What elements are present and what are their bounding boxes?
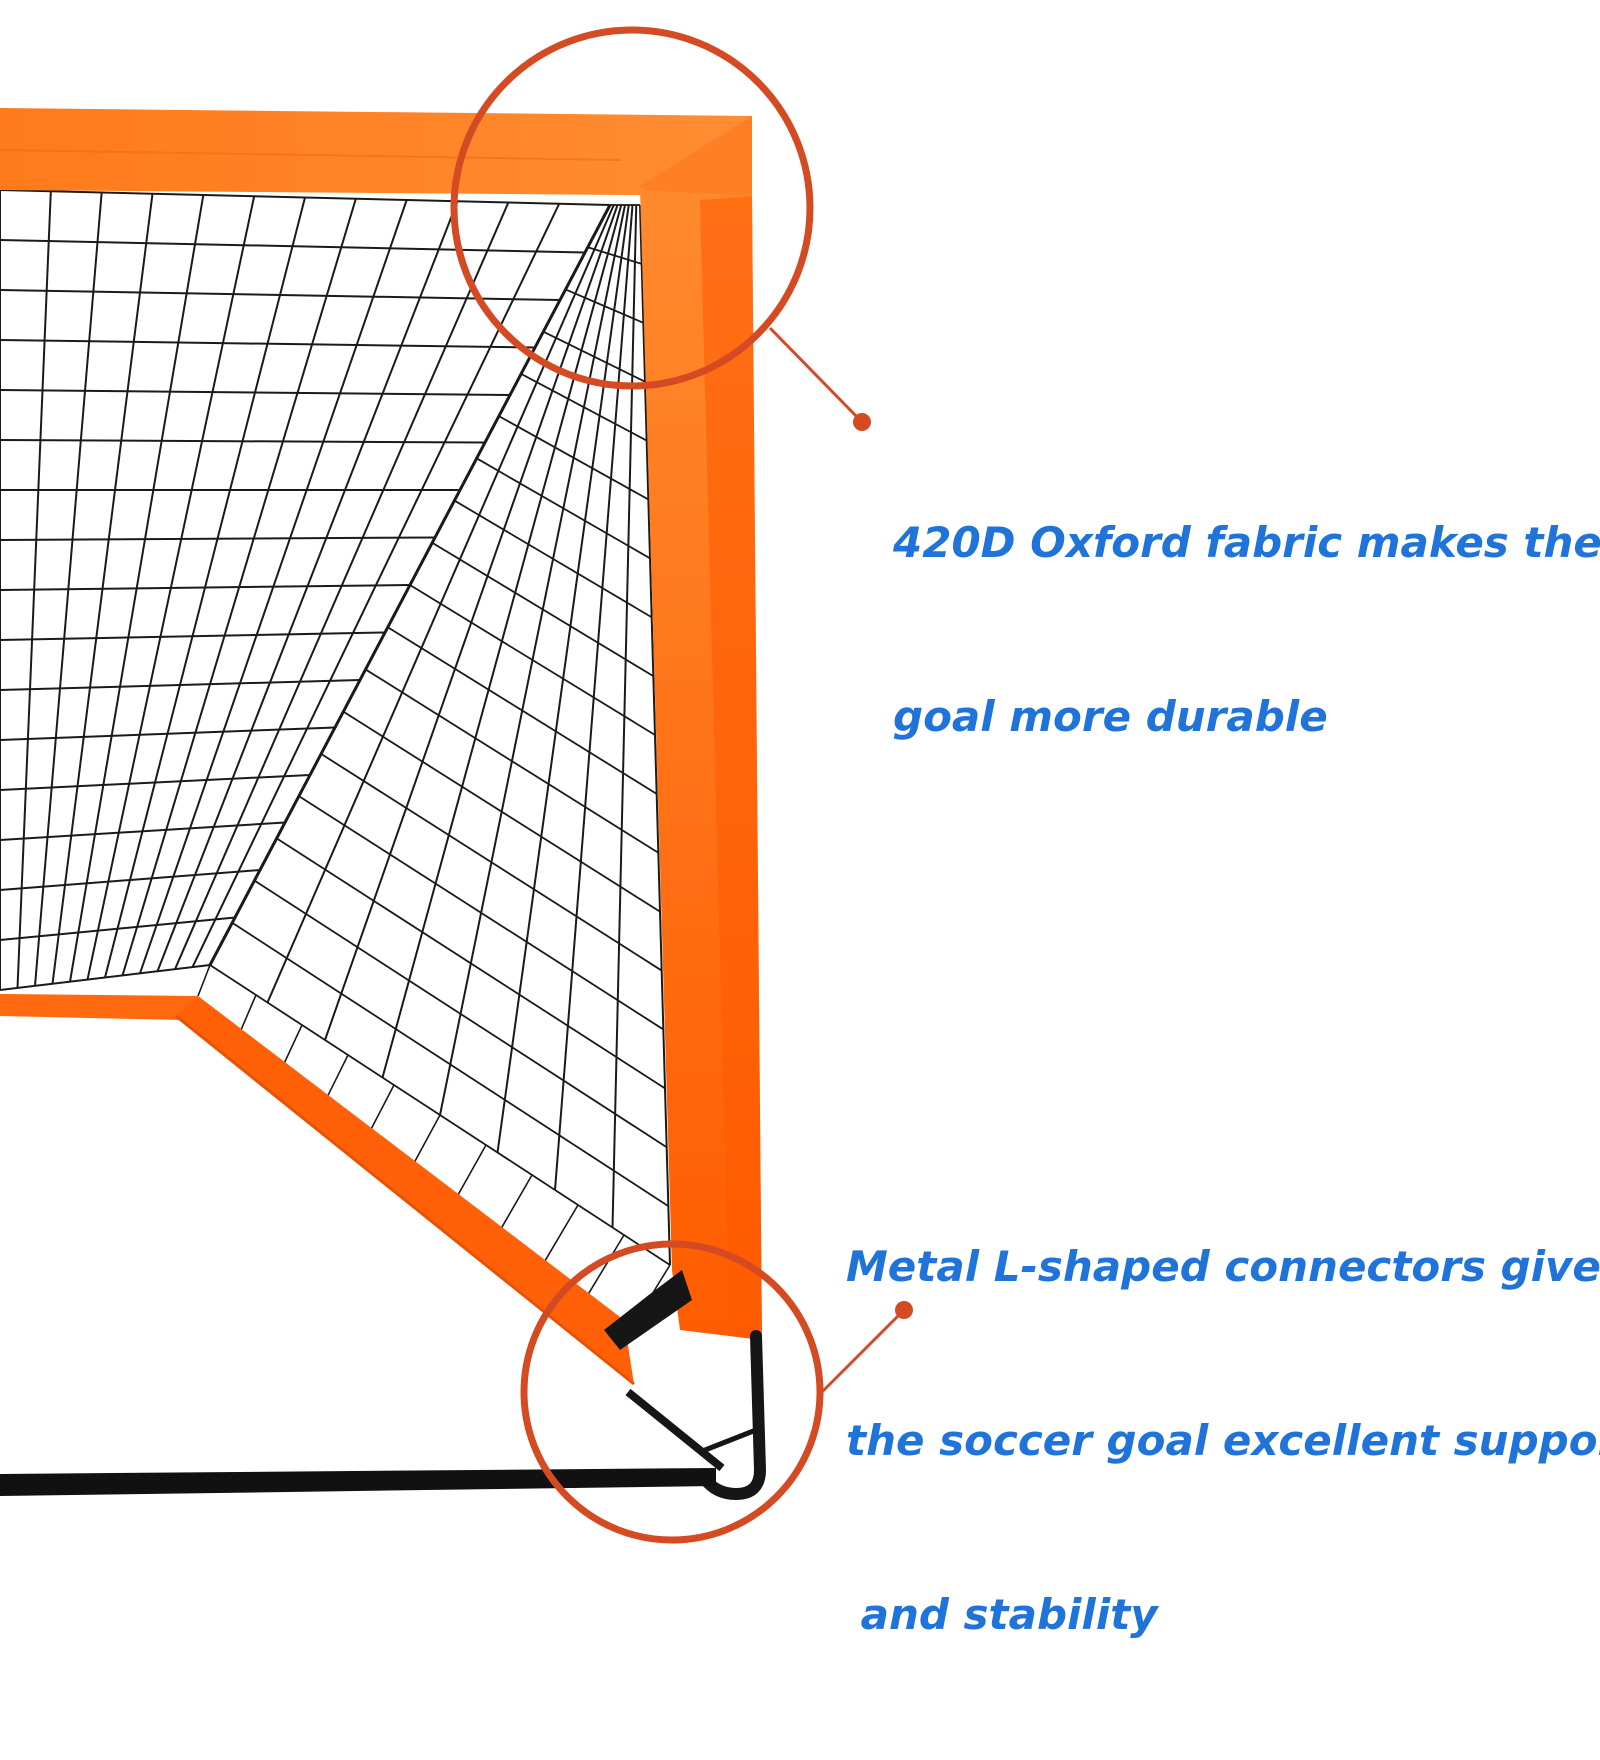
callout-line: Metal L-shaped connectors give: [846, 1242, 1600, 1291]
ground-bar: [0, 1468, 716, 1496]
leader-line-bottom: [820, 1310, 904, 1394]
net-line: [0, 289, 561, 301]
net-line: [520, 373, 648, 442]
crossbar-seam: [0, 149, 621, 161]
net-line: [320, 753, 663, 972]
net-line: [197, 964, 211, 997]
callout-line: 420D Oxford fabric makes the: [893, 518, 1600, 567]
net-line: [276, 837, 666, 1090]
net-line: [0, 774, 311, 791]
net-line: [370, 1084, 395, 1130]
crossbar: [0, 108, 752, 196]
net-line: [0, 726, 336, 741]
leader-dot-top: [853, 413, 871, 431]
net-line: [0, 536, 436, 541]
net-line: [0, 821, 286, 841]
net-line: [499, 1174, 533, 1231]
net-line: [0, 631, 386, 641]
net-line: [253, 879, 668, 1148]
net-line: [456, 1144, 487, 1197]
callout-line: goal more durable: [893, 692, 1328, 741]
metal-connector: [0, 1270, 767, 1501]
goal-net: [0, 189, 671, 1331]
connector-diagonal: [625, 1388, 725, 1472]
net-line: [565, 288, 644, 324]
callout-connector-text: Metal L-shaped connectors give the socce…: [846, 1122, 1600, 1760]
net-line: [365, 668, 659, 854]
net-line: [409, 584, 656, 736]
side-panel-edge: [175, 1014, 635, 1386]
callout-line: and stability: [846, 1590, 1158, 1639]
net-line: [0, 239, 586, 254]
net-line: [0, 584, 411, 591]
black-sleeve: [604, 1270, 692, 1350]
magnifier-circle-icon: [450, 26, 814, 390]
net-line: [283, 1024, 303, 1064]
net-line: [231, 922, 669, 1207]
right-post-shade: [700, 196, 762, 1340]
connector-l-bend: [698, 1330, 767, 1501]
net-line: [0, 869, 261, 891]
net-line: [586, 1234, 625, 1298]
leader-line-top: [768, 326, 862, 422]
leader-dot-bottom: [895, 1301, 913, 1319]
net-line: [0, 189, 611, 206]
net-line: [0, 339, 536, 349]
net-line: [587, 246, 642, 265]
net-line: [0, 439, 486, 444]
corner-fold: [640, 116, 752, 200]
net-line: [542, 330, 646, 383]
magnifier-circle-icon: [520, 1240, 824, 1544]
ground-strip-left: [0, 994, 198, 1020]
callout-line: the soccer goal excellent support: [846, 1416, 1600, 1465]
side-panel: [176, 996, 634, 1384]
net-line: [387, 626, 658, 795]
net-line: [298, 795, 664, 1031]
connector-brace: [699, 1427, 757, 1455]
net-line: [542, 1204, 579, 1264]
soccer-goal-illustration: [0, 26, 913, 1544]
net-line: [0, 964, 211, 991]
net-line: [453, 499, 653, 618]
goal-frame: [0, 108, 762, 1386]
net-line: [208, 204, 612, 966]
net-line: [240, 994, 257, 1030]
net-line: [498, 415, 649, 501]
net-line: [0, 916, 236, 941]
net-line: [326, 1054, 349, 1097]
net-line: [413, 1114, 441, 1164]
net-line: [431, 542, 654, 677]
callout-fabric-text: 420D Oxford fabric makes the goal more d…: [893, 398, 1600, 862]
callout-markers: [450, 26, 913, 1544]
net-line: [342, 710, 661, 913]
net-line: [0, 679, 361, 691]
product-image: 420D Oxford fabric makes the goal more d…: [0, 26, 1600, 1639]
net-line: [476, 457, 651, 560]
net-line: [0, 389, 511, 396]
